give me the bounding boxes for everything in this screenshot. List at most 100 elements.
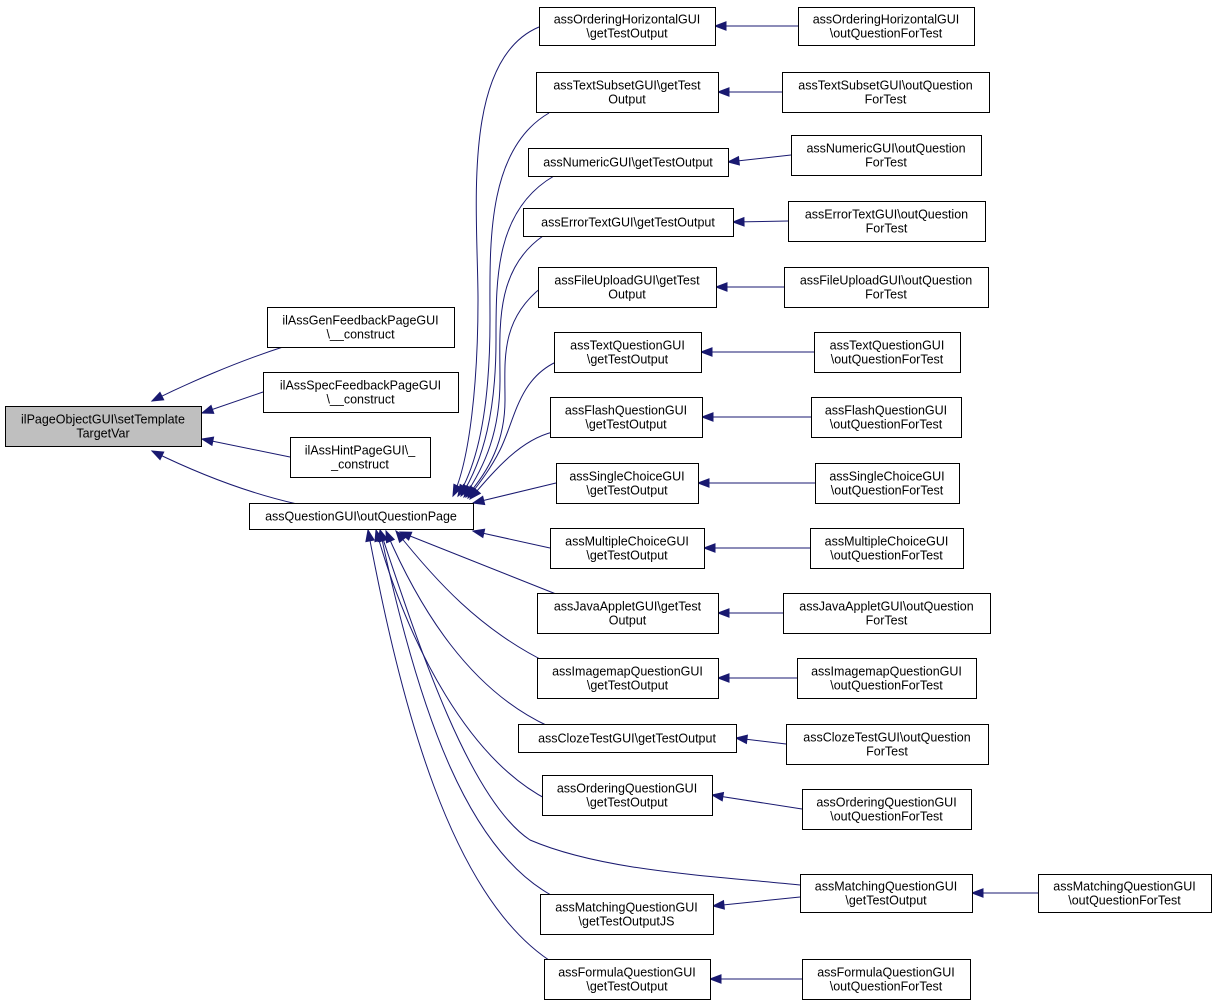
node-label-line: \getTestOutput [586,549,668,563]
node-oq[interactable]: assOrderingQuestionGUI\getTestOutput [542,775,713,816]
node-box[interactable] [783,593,991,634]
node-label-line: assOrderingQuestionGUI [816,796,956,810]
node-tq2[interactable]: assTextQuestionGUI\outQuestionForTest [814,332,961,373]
node-outqp[interactable]: assQuestionGUI\outQuestionPage [249,503,474,530]
node-err2[interactable]: assErrorTextGUI\outQuestionForTest [788,201,986,242]
node-label-line: \getTestOutput [586,980,668,994]
node-num[interactable]: assNumericGUI\getTestOutput [528,148,729,177]
node-mc2[interactable]: assMultipleChoiceGUI\outQuestionForTest [810,528,964,569]
node-err[interactable]: assErrorTextGUI\getTestOutput [523,208,734,237]
node-fu2[interactable]: assFileUploadGUI\outQuestionForTest [784,267,989,308]
node-box[interactable] [263,372,459,413]
node-box[interactable] [5,406,202,447]
node-cz2[interactable]: assClozeTestGUI\outQuestionForTest [786,724,989,765]
node-box[interactable] [540,894,714,935]
node-box[interactable] [814,332,961,373]
node-box[interactable] [811,397,962,438]
node-specfb[interactable]: ilAssSpecFeedbackPageGUI\__construct [263,372,459,413]
edge-mqo-to-mqjs [712,896,801,907]
node-box[interactable] [800,874,973,913]
node-sc2[interactable]: assSingleChoiceGUI\outQuestionForTest [815,463,960,504]
node-label-line: \getTestOutput [586,796,668,810]
node-label-line: assOrderingHorizontalGUI [813,13,960,27]
node-box[interactable] [1038,874,1212,913]
node-box[interactable] [290,437,431,478]
node-box[interactable] [550,397,703,438]
node-fm[interactable]: assFormulaQuestionGUI\getTestOutput [544,959,711,1000]
node-fm2[interactable]: assFormulaQuestionGUI\outQuestionForTest [802,959,971,1000]
node-box[interactable] [797,658,977,699]
node-label-line: ForTest [866,614,908,628]
node-mqo2[interactable]: assMatchingQuestionGUI\outQuestionForTes… [1038,874,1212,913]
node-ordh[interactable]: assOrderingHorizontalGUI\getTestOutput [539,7,716,46]
node-box[interactable] [788,201,986,242]
node-box[interactable] [798,7,975,46]
node-box[interactable] [550,528,705,569]
node-mqjs[interactable]: assMatchingQuestionGUI\getTestOutputJS [540,894,714,935]
node-label-line: assMatchingQuestionGUI [815,880,957,894]
node-box[interactable] [537,593,719,634]
node-box[interactable] [249,503,474,530]
node-box[interactable] [539,7,716,46]
node-label-line: \outQuestionForTest [831,353,944,367]
node-box[interactable] [810,528,964,569]
arrowhead [200,404,215,414]
node-ja[interactable]: assJavaAppletGUI\getTestOutput [537,593,719,634]
node-box[interactable] [528,148,729,177]
edge-txs-to-outqp [457,112,550,497]
node-genfb[interactable]: ilAssGenFeedbackPageGUI\__construct [267,307,455,348]
node-txs[interactable]: assTextSubsetGUI\getTestOutput [536,72,719,113]
arrowhead [471,528,486,539]
node-box[interactable] [538,267,717,308]
node-box[interactable] [782,72,990,113]
node-box[interactable] [537,658,719,699]
node-label-line: assJavaAppletGUI\getTest [554,600,702,614]
node-num2[interactable]: assNumericGUI\outQuestionForTest [791,135,982,176]
node-box[interactable] [802,959,971,1000]
node-fu[interactable]: assFileUploadGUI\getTestOutput [538,267,717,308]
node-label-line: assFlashQuestionGUI [825,404,947,418]
node-box[interactable] [523,208,734,237]
node-hint[interactable]: ilAssHintPageGUI\__construct [290,437,431,478]
node-cz[interactable]: assClozeTestGUI\getTestOutput [518,724,737,753]
node-box[interactable] [518,724,737,753]
node-box[interactable] [544,959,711,1000]
node-sc[interactable]: assSingleChoiceGUI\getTestOutput [556,463,699,504]
node-tq[interactable]: assTextQuestionGUI\getTestOutput [554,332,702,373]
node-box[interactable] [791,135,982,176]
node-fq[interactable]: assFlashQuestionGUI\getTestOutput [550,397,703,438]
node-label-line: \getTestOutput [587,679,669,693]
node-im[interactable]: assImagemapQuestionGUI\getTestOutput [537,658,719,699]
arrowhead [970,888,984,898]
arrowhead [469,487,482,501]
node-box[interactable] [786,724,989,765]
edge-fq-to-outqp [469,431,554,500]
node-label-line: TargetVar [76,427,129,441]
node-box[interactable] [802,789,972,830]
node-oq2[interactable]: assOrderingQuestionGUI\outQuestionForTes… [802,789,972,830]
node-box[interactable] [536,72,719,113]
edge-sc-to-outqp [472,482,557,504]
arrowhead [716,673,730,683]
node-fq2[interactable]: assFlashQuestionGUI\outQuestionForTest [811,397,962,438]
node-box[interactable] [556,463,699,504]
node-label-line: \outQuestionForTest [831,484,944,498]
node-label-line: assFormulaQuestionGUI [558,966,696,980]
arrowhead [150,391,165,402]
node-box[interactable] [542,775,713,816]
edge-fu-to-outqp [465,286,543,498]
node-im2[interactable]: assImagemapQuestionGUI\outQuestionForTes… [797,658,977,699]
node-label-line: ForTest [865,288,907,302]
node-box[interactable] [267,307,455,348]
node-ordh2[interactable]: assOrderingHorizontalGUI\outQuestionForT… [798,7,975,46]
node-label-line: Output [608,93,646,107]
node-box[interactable] [554,332,702,373]
node-box[interactable] [784,267,989,308]
node-mc[interactable]: assMultipleChoiceGUI\getTestOutput [550,528,705,569]
node-ja2[interactable]: assJavaAppletGUI\outQuestionForTest [783,593,991,634]
node-mqo[interactable]: assMatchingQuestionGUI\getTestOutput [800,874,973,913]
node-box[interactable] [815,463,960,504]
node-txs2[interactable]: assTextSubsetGUI\outQuestionForTest [782,72,990,113]
